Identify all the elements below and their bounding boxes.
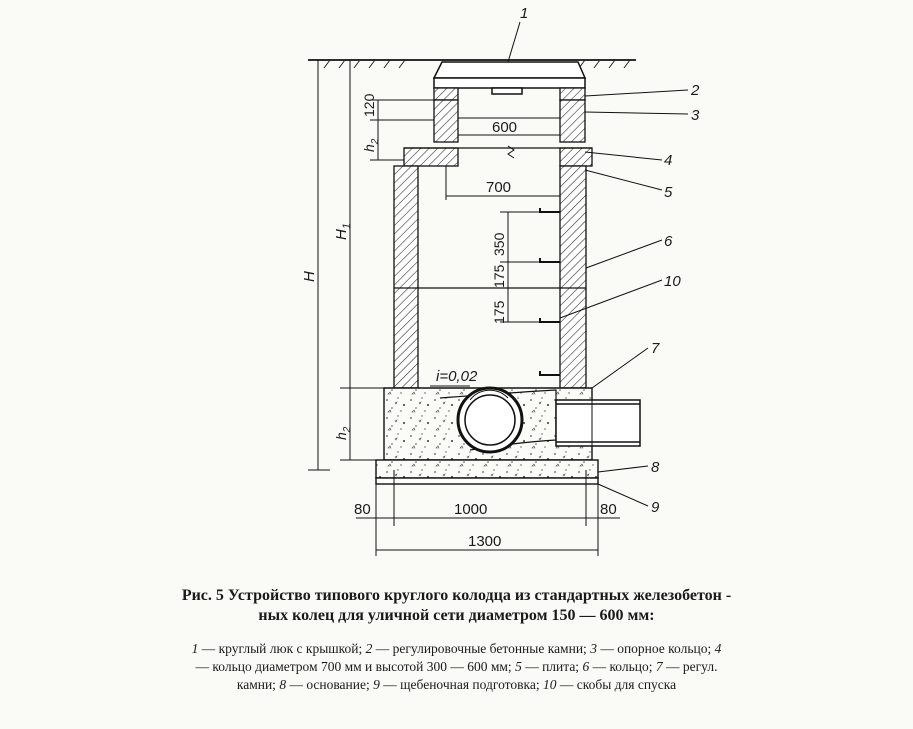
plate — [403, 145, 593, 167]
dim-H1: H1 — [333, 223, 353, 240]
callout-3: 3 — [691, 107, 700, 124]
dim-1000: 1000 — [454, 501, 487, 518]
foundation-slab — [375, 459, 599, 485]
callout-8: 8 — [651, 459, 660, 476]
callout-7: 7 — [651, 340, 660, 357]
dim-H: H — [301, 271, 318, 282]
pipe — [456, 386, 524, 454]
callout-10: 10 — [664, 273, 681, 290]
legend-line-3: камни; 8 — основание; 9 — щебеночная под… — [236, 677, 677, 692]
dim-175-a: 175 — [491, 264, 507, 288]
dim-700: 700 — [486, 179, 511, 196]
dim-1300: 1300 — [468, 533, 501, 550]
ground-line — [308, 59, 636, 69]
figure-caption-line-2: ных колец для уличной сети диаметром 150… — [258, 607, 655, 624]
dim-h2-bottom: h2 — [333, 426, 353, 440]
support-ring — [433, 99, 586, 143]
callout-6: 6 — [664, 233, 673, 250]
callout-1: 1 — [520, 5, 528, 22]
manhole-drawing: 1 2 3 4 5 6 10 7 8 9 120 h2 600 H1 H 700… — [301, 5, 700, 556]
callout-4: 4 — [664, 152, 672, 169]
dim-80-left: 80 — [354, 501, 371, 518]
dim-80-right: 80 — [600, 501, 617, 518]
leader-lines — [507, 21, 689, 507]
hatch-cover — [432, 61, 587, 95]
outlet-pipe — [555, 399, 641, 447]
dim-120: 120 — [361, 93, 377, 117]
step-brackets — [539, 208, 560, 376]
dim-600: 600 — [492, 119, 517, 136]
figure-caption-line-1: Рис. 5 Устройство типового круглого коло… — [181, 587, 732, 604]
dimension-lines — [308, 59, 620, 556]
dim-h2-top: h2 — [361, 138, 381, 152]
callout-2: 2 — [690, 82, 700, 99]
dim-slope: i=0,02 — [436, 368, 478, 385]
legend-line-2: — кольцо диаметром 700 мм и высотой 300 … — [195, 659, 718, 674]
dim-175-b: 175 — [491, 300, 507, 324]
wall-rings — [393, 165, 587, 389]
callout-5: 5 — [664, 184, 673, 201]
callout-9: 9 — [651, 499, 660, 516]
legend-line-1: 1 — круглый люк с крышкой; 2 — регулиров… — [191, 641, 722, 656]
dim-350: 350 — [491, 232, 507, 256]
